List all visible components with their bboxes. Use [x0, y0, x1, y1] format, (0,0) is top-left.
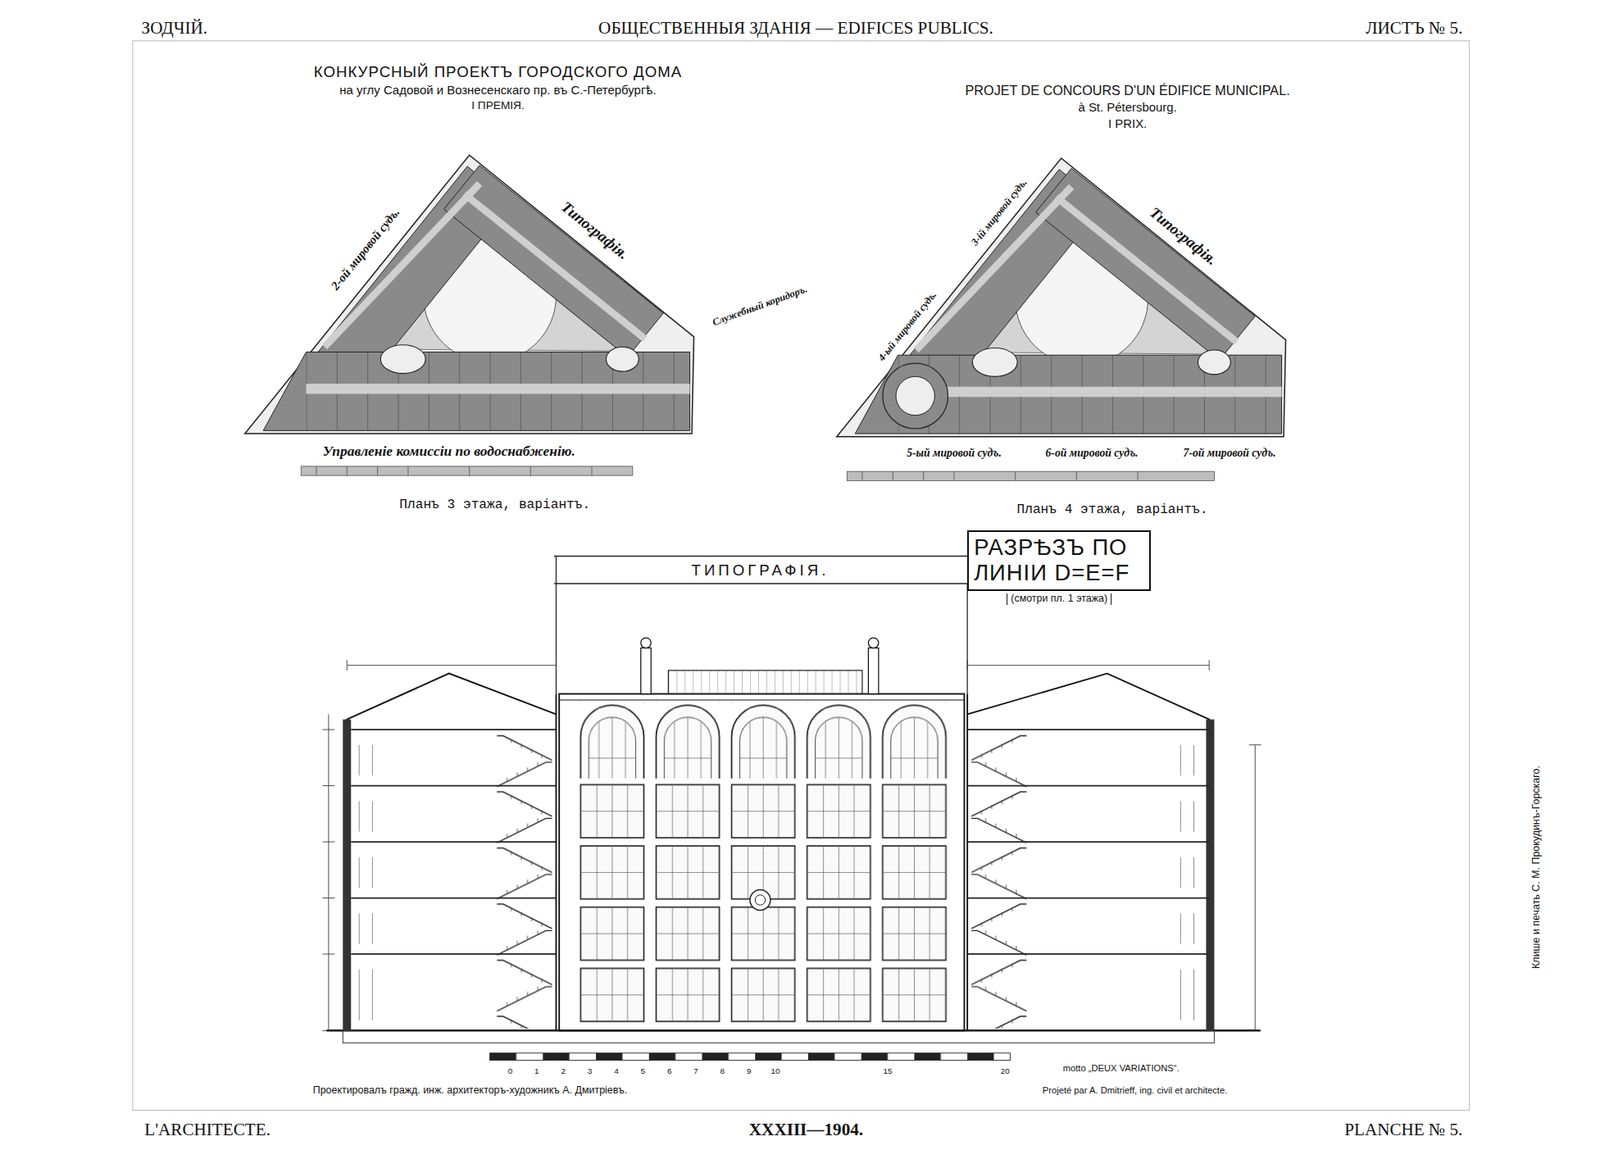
volume-year: XXXIII—1904.	[747, 1119, 865, 1140]
room-label: 5-ый мировой судъ.	[904, 446, 1004, 460]
scale-number: 10	[769, 1066, 782, 1076]
prize-note: I ПРЕМІЯ.	[469, 100, 527, 114]
scale-number: 0	[506, 1066, 515, 1076]
prize-note: I PRIX.	[1106, 116, 1149, 131]
room-label: Служебный коридоръ.	[709, 282, 811, 330]
scale-number: 15	[881, 1066, 895, 1076]
sheet-number: ЛИСТЪ № 5.	[1363, 17, 1464, 37]
french-subtitle: à St. Pétersbourg.	[1076, 100, 1178, 114]
plan-caption: Планъ 4 этажа, варіантъ.	[1014, 502, 1210, 519]
sheet-number: PLANCHE № 5.	[1342, 1119, 1464, 1140]
motto: motto „DEUX VARIATIONS“.	[1061, 1063, 1182, 1074]
room-label: 6-ой мировой судъ.	[1044, 446, 1141, 460]
scale-number: 6	[665, 1066, 674, 1076]
tenant-label: Управленіе комиссіи по водоснабженію.	[321, 442, 578, 460]
scale-number: 5	[639, 1066, 648, 1076]
journal-name: ЗОДЧІЙ.	[140, 17, 210, 37]
scale-number: 7	[691, 1066, 700, 1076]
scale-number: 2	[559, 1066, 568, 1076]
scale-number: 20	[999, 1066, 1012, 1076]
scale-number: 3	[586, 1066, 595, 1076]
section-title: РАЗРѢЗЪ ПО ЛИНІИ D=E=F	[973, 535, 1145, 586]
french-title: PROJET DE CONCOURS D'UN ÉDIFICE MUNICIPA…	[963, 81, 1292, 98]
section-heading: ОБЩЕСТВЕННЫЯ ЗДАНІЯ — EDIFICES PUBLICS.	[596, 17, 996, 37]
section-title-box: РАЗРѢЗЪ ПО ЛИНІИ D=E=F(смотри пл. 1 этаж…	[967, 530, 1151, 591]
section-note: (смотри пл. 1 этажа)	[1006, 593, 1112, 605]
author-credit: Проектировалъ гражд. инж. архитекторъ-ху…	[311, 1083, 629, 1096]
scale-number: 8	[718, 1066, 728, 1076]
author-credit: Projeté par A. Dmitrieff, ing. civil et …	[1040, 1084, 1230, 1096]
journal-name: L'ARCHITECTE.	[142, 1119, 273, 1140]
subtitle: на углу Садовой и Вознесенскаго пр. въ С…	[337, 82, 658, 97]
room-label: 7-ой мировой судъ.	[1181, 446, 1278, 460]
printer-credit: Клише и печать С. М. Прокудинъ-Горскаго.	[1529, 763, 1541, 971]
scale-number: 9	[745, 1066, 754, 1076]
room-title: ТИПОГРАФІЯ.	[690, 561, 832, 579]
scale-number: 4	[612, 1066, 621, 1076]
plan-caption: Планъ 3 этажа, варіантъ.	[397, 497, 592, 514]
scale-number: 1	[532, 1066, 541, 1076]
plate-title: КОНКУРСНЫЙ ПРОЕКТЪ ГОРОДСКОГО ДОМА	[312, 63, 684, 82]
